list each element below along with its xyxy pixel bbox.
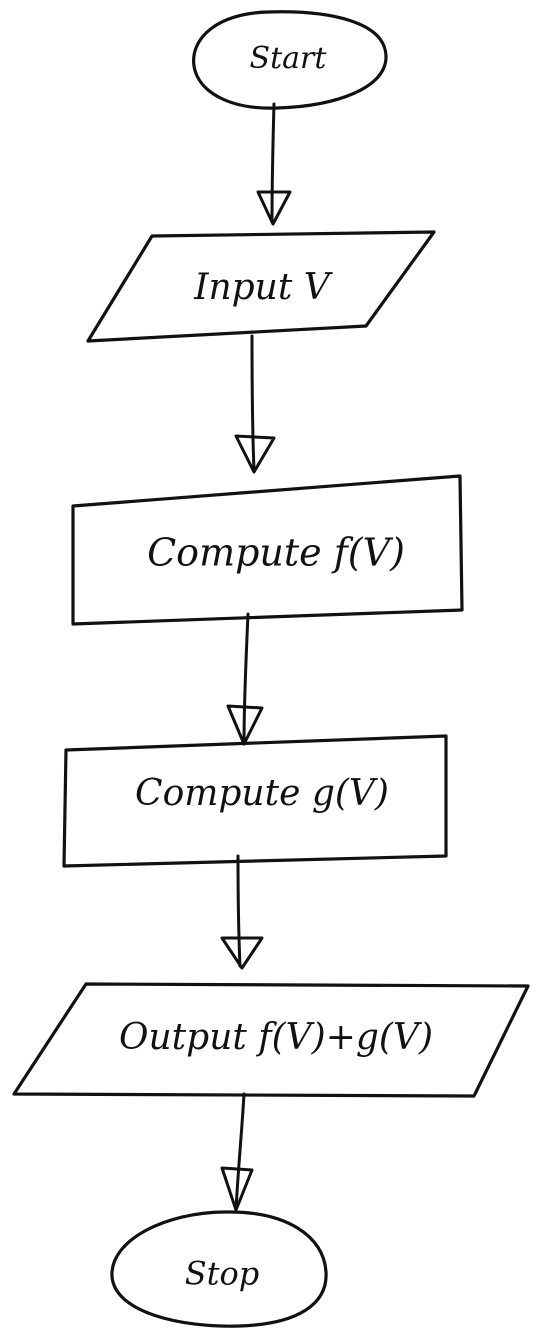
input-label: Input V <box>193 267 334 308</box>
stop-label: Stop <box>185 1255 260 1293</box>
input-node: Input V <box>86 230 436 343</box>
connector-input-to-compute-f <box>234 334 276 474</box>
compute-f-label: Compute f(V) <box>147 531 405 575</box>
start-node: Start <box>192 10 388 110</box>
connector-compute-f-to-compute-g <box>226 612 264 746</box>
connector-output-to-stop <box>220 1092 254 1212</box>
compute-g-label: Compute g(V) <box>135 773 389 814</box>
compute-f-node: Compute f(V) <box>71 474 464 626</box>
compute-g-node: Compute g(V) <box>62 734 448 868</box>
connector-start-to-input <box>256 102 292 226</box>
start-label: Start <box>250 41 328 76</box>
stop-node: Stop <box>110 1210 328 1328</box>
output-node: Output f(V)+g(V) <box>12 982 530 1098</box>
output-label: Output f(V)+g(V) <box>119 1017 433 1058</box>
connector-compute-g-to-output <box>220 854 264 970</box>
